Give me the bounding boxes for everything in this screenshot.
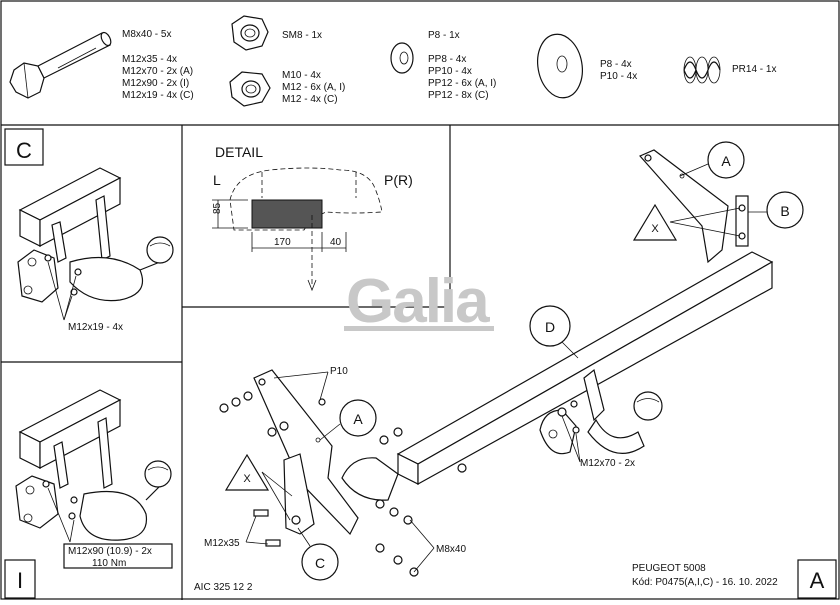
variant-c-letter: C — [16, 138, 32, 163]
washer-pp-label-3: PP12 - 8x (C) — [428, 90, 489, 101]
callout-b — [766, 191, 804, 229]
torque-callout-box — [63, 543, 173, 569]
cutout-area — [251, 199, 323, 229]
small-washer-icon — [390, 42, 414, 74]
callout-p10-label: P10 — [330, 366, 348, 377]
detail-dim-offset: 40 — [330, 237, 342, 248]
bolt-label-1: M12x35 - 4x — [122, 54, 177, 65]
callout-x-bottom-label: X — [243, 473, 251, 485]
watermark-underline — [344, 326, 494, 331]
detail-box — [182, 125, 451, 308]
variant-c-hitch-illustration — [17, 167, 174, 321]
callout-a-mid-label: A — [353, 411, 363, 427]
detail-title: DETAIL — [215, 144, 263, 160]
bumper-cutout-detail — [212, 167, 383, 292]
galia-watermark: Galia — [346, 267, 490, 336]
detail-dim-height: 85 — [212, 202, 223, 214]
variant-i-hitch-illustration — [15, 389, 172, 543]
large-washer-icon — [537, 33, 583, 99]
variant-c-box — [4, 128, 44, 166]
callout-a-mid — [339, 399, 377, 437]
detail-dim-width: 170 — [274, 237, 291, 248]
kit-code: Kód: P0475(A,I,C) - 16. 10. 2022 — [632, 577, 778, 588]
washer-pp-label-1: PP10 - 4x — [428, 66, 472, 77]
bolt-icon — [9, 31, 112, 99]
callout-m8x40-label: M8x40 — [436, 544, 466, 555]
variant-a-letter: A — [810, 568, 825, 593]
callout-x-top — [632, 203, 678, 241]
drawing-code: AIC 325 12 2 — [194, 582, 253, 593]
variant-c-bolt-label: M12x19 - 4x — [68, 322, 123, 333]
bolt-label-2: M12x70 - 2x (A) — [122, 66, 193, 77]
washer-pp-label-0: PP8 - 4x — [428, 54, 466, 65]
variant-i-bolt-label: M12x90 (10.9) - 2x — [68, 546, 152, 557]
callout-a-top-label: A — [721, 153, 731, 169]
callout-d — [529, 305, 571, 347]
bolt-label-3: M12x90 - 2x (I) — [122, 78, 189, 89]
hex-nut-icon — [229, 71, 271, 107]
washer-p8-label: P8 - 1x — [428, 30, 460, 41]
bolt-label-0: M8x40 - 5x — [122, 29, 171, 40]
nut-label-0: M10 - 4x — [282, 70, 321, 81]
variant-a-box — [797, 559, 837, 599]
lock-nut-icon — [231, 15, 269, 51]
variant-i-box — [4, 559, 36, 599]
variant-i-torque: 110 Nm — [92, 558, 126, 569]
nut-sm8-label: SM8 - 1x — [282, 30, 322, 41]
washer-big-label-1: P10 - 4x — [600, 71, 637, 82]
washer-pp-label-2: PP12 - 6x (A, I) — [428, 78, 496, 89]
callout-m12x70-label: M12x70 - 2x — [580, 458, 635, 469]
callout-d-label: D — [545, 319, 555, 335]
nut-label-1: M12 - 6x (A, I) — [282, 82, 345, 93]
main-assembly — [219, 149, 774, 577]
vehicle-name: PEUGEOT 5008 — [632, 563, 706, 574]
nut-label-2: M12 - 4x (C) — [282, 94, 338, 105]
spring-label: PR14 - 1x — [732, 64, 776, 75]
detail-right-label: P(R) — [384, 172, 413, 188]
callout-b-label: B — [780, 203, 789, 219]
bolt-label-4: M12x19 - 4x (C) — [122, 90, 194, 101]
washer-big-label-0: P8 - 4x — [600, 59, 632, 70]
callout-c-bottom-label: C — [315, 555, 325, 571]
callout-c-bottom — [301, 543, 339, 581]
detail-left-label: L — [213, 172, 221, 188]
callout-a-top — [707, 141, 745, 179]
spring-icon — [683, 56, 721, 84]
callout-x-bottom — [224, 453, 270, 491]
callout-m12x35-label: M12x35 — [204, 538, 240, 549]
variant-i-letter: I — [17, 568, 23, 593]
callout-x-top-label: X — [651, 223, 659, 235]
